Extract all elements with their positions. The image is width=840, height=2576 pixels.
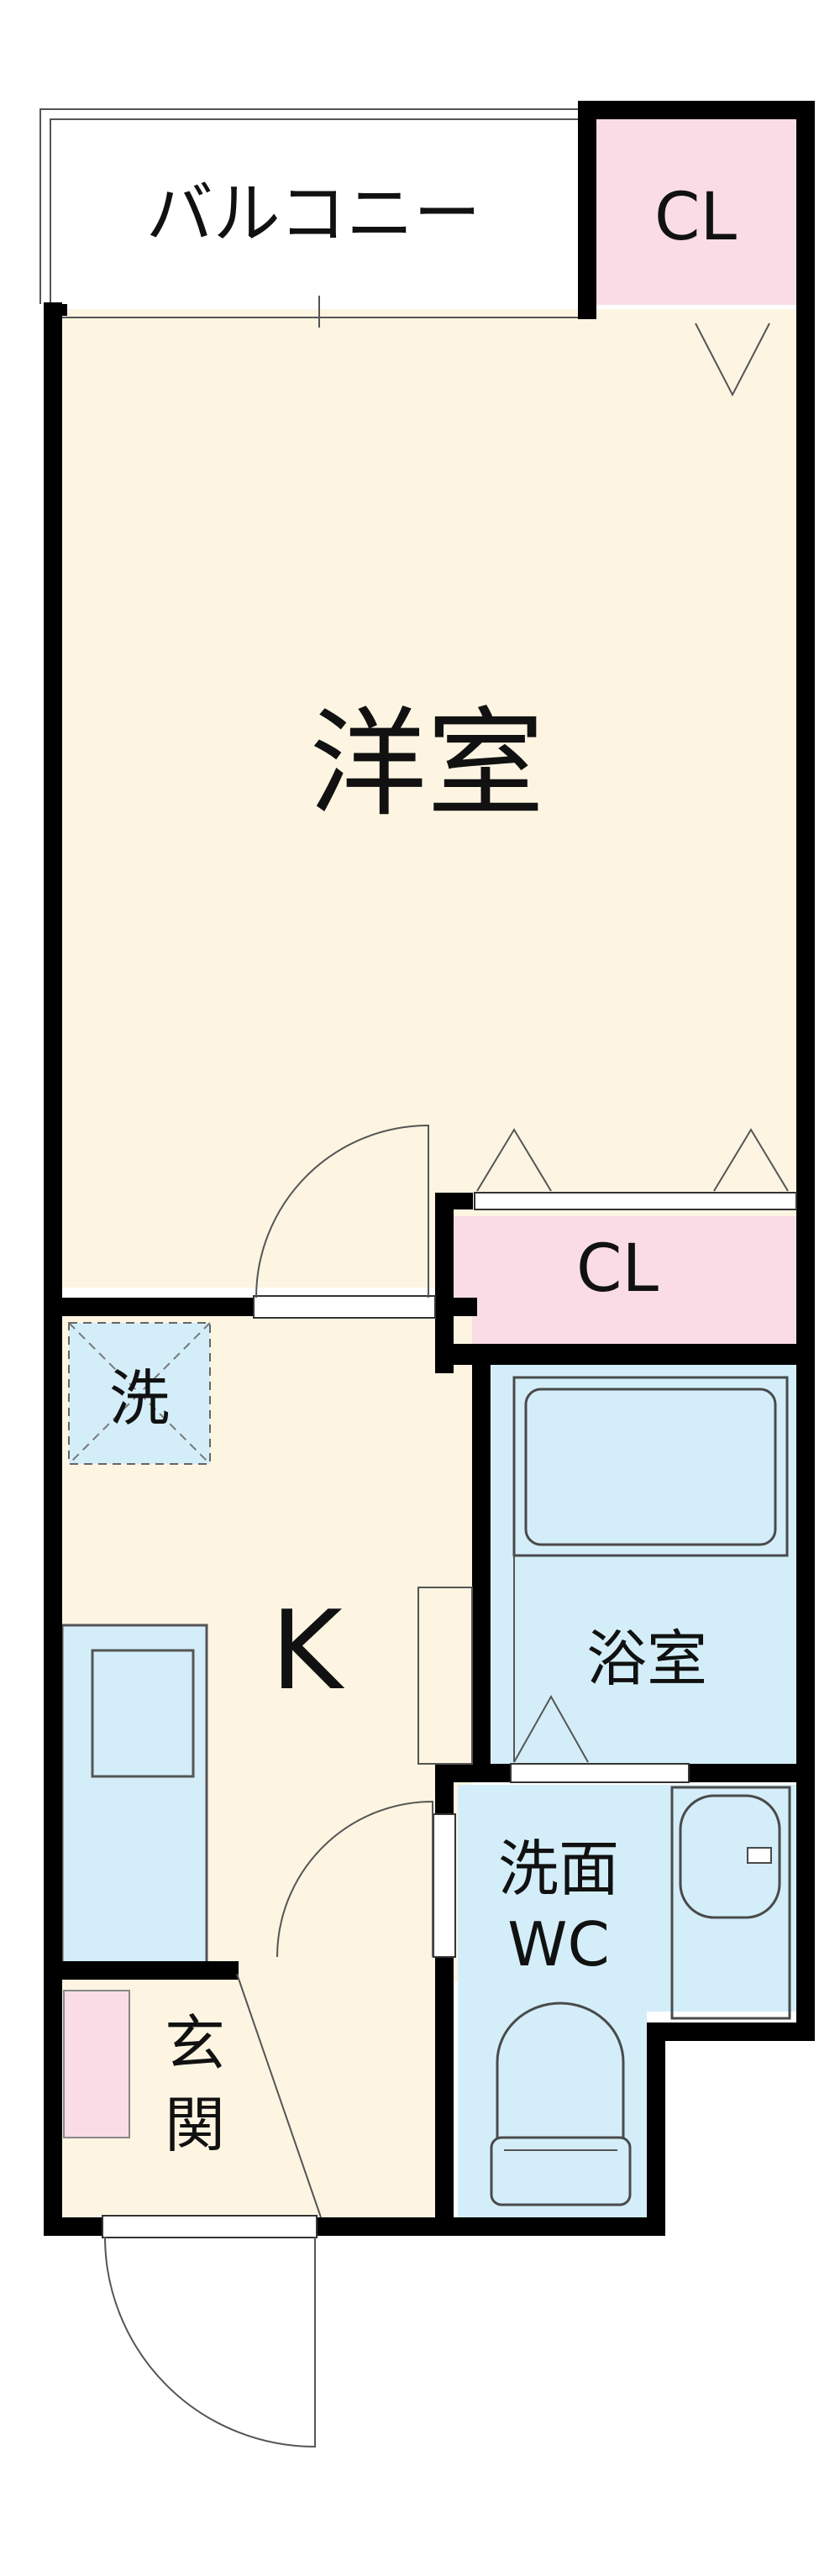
kitchen-wall-cabinet — [417, 1587, 473, 1765]
wall-left-upper — [44, 302, 62, 1323]
washroom-floor-lower — [458, 1999, 647, 2222]
bathroom-floor — [491, 1365, 798, 1768]
wash-basin — [679, 1794, 781, 1919]
wall-kitchen-entrance — [44, 1961, 239, 1980]
wall-kitchen-bath — [472, 1344, 491, 1781]
closet-mid-floor — [454, 1216, 798, 1344]
wash-door-swing — [276, 1800, 433, 1958]
basin-faucet — [747, 1847, 772, 1864]
wall-cl-top — [435, 1193, 473, 1209]
bathtub — [512, 1376, 789, 1557]
toilet-tank — [490, 2136, 632, 2206]
wall-cl-bottom — [435, 1344, 813, 1365]
shoe-cabinet — [63, 1990, 130, 2138]
living-door-gap — [253, 1295, 436, 1319]
balcony-rail-outer — [39, 108, 580, 304]
balcony-label: バルコニー — [146, 175, 480, 253]
balcony-rail-inner — [50, 118, 580, 304]
kitchen-counter — [60, 1624, 208, 1967]
closet-mid-label: CL — [576, 1231, 659, 1307]
bathroom-label: 浴室 — [586, 1624, 707, 1694]
kitchen-sink — [91, 1649, 195, 1778]
cl-door-right — [713, 1128, 789, 1192]
wall-wash-step-v — [647, 2023, 665, 2234]
wall-wash-step-h — [647, 2023, 815, 2041]
laundry-label: 洗 — [109, 1363, 170, 1434]
washroom-label-line2: WC — [507, 1909, 609, 1980]
room-labels: バルコニー CL 洋室 CL 洗 K 浴室 洗面 WC 玄 関 — [109, 175, 738, 2160]
wash-basin-counter — [670, 1786, 791, 2020]
entrance-step-line — [236, 1973, 322, 2218]
bath-fixtures — [490, 1376, 791, 2206]
folding-doors — [476, 323, 789, 1763]
wash-door-gap — [433, 1813, 456, 1958]
washer-diagonal-a — [68, 1322, 211, 1465]
walls — [44, 101, 815, 2236]
wall-kitchen-wash — [435, 1764, 454, 1814]
washer-diagonal-b — [68, 1322, 211, 1465]
washroom-floor — [458, 1785, 798, 2012]
cl-door-left — [476, 1128, 552, 1192]
kitchen-label: K — [270, 1587, 344, 1714]
balcony-floor — [49, 116, 578, 305]
wall-top-closet — [578, 101, 813, 119]
cl-folding-door-track — [474, 1192, 797, 1210]
bath-door-track — [510, 1763, 690, 1783]
wall-right — [796, 101, 815, 2041]
bathtub-inner — [524, 1388, 777, 1546]
openings — [102, 1192, 797, 2238]
western-room-label: 洋室 — [309, 696, 544, 833]
floor-fills — [49, 116, 798, 2222]
closet-top-door — [695, 323, 770, 397]
wall-cl-left — [435, 1193, 454, 1373]
entry-door-gap — [102, 2215, 318, 2238]
wall-left-lower — [44, 1310, 62, 2234]
balcony-outline — [39, 108, 580, 328]
entry-door-swing — [104, 2236, 316, 2448]
entrance-label-line1: 玄 — [165, 2008, 225, 2079]
wall-closet-left — [578, 101, 596, 319]
wall-kitchen-wash-lower — [435, 1957, 454, 2234]
wall-bath-wash-right — [689, 1764, 815, 1782]
closet-top-floor — [595, 116, 798, 305]
wall-living-kitchen-left — [44, 1298, 254, 1316]
wall-balcony-line — [44, 304, 67, 316]
bath-door-folding — [513, 1694, 589, 1763]
washroom-label-line1: 洗面 — [498, 1834, 619, 1904]
living-door-swing — [255, 1124, 429, 1298]
western-room-floor — [60, 309, 798, 1288]
entrance-label-line2: 関 — [165, 2090, 225, 2160]
door-swings — [104, 1124, 473, 2448]
wall-bath-wash-left — [435, 1764, 511, 1782]
toilet-bowl — [496, 2002, 625, 2138]
closet-top-label: CL — [654, 180, 737, 255]
